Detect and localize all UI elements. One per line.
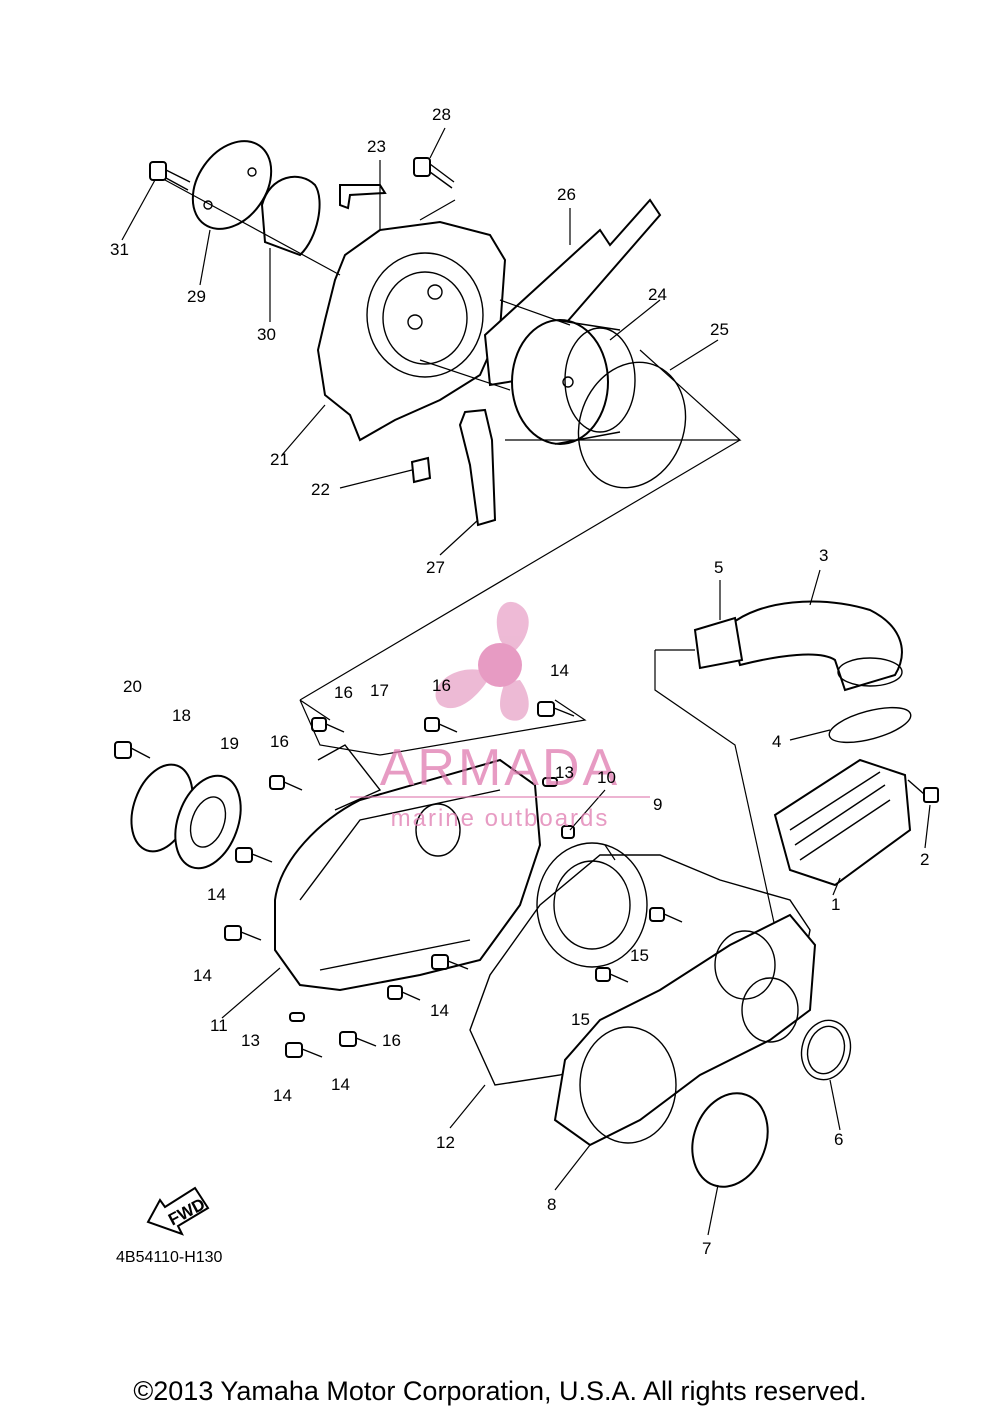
callout-28: 28 xyxy=(432,105,451,124)
part-29-plate xyxy=(191,140,273,230)
callout-16-a: 16 xyxy=(432,676,451,695)
part-3-duct xyxy=(728,600,903,692)
propeller-logo-icon xyxy=(496,601,529,655)
callout-17: 17 xyxy=(370,681,389,700)
callout-15-b: 15 xyxy=(571,1010,590,1029)
intake-assembly xyxy=(654,600,939,951)
forward-direction-arrow: FWD xyxy=(146,1186,210,1236)
diagram-part-code: 4B54110-H130 xyxy=(116,1249,223,1266)
callout-24: 24 xyxy=(648,285,667,304)
callout-22: 22 xyxy=(311,480,330,499)
copyright-notice: ©2013 Yamaha Motor Corporation, U.S.A. A… xyxy=(133,1376,867,1406)
callout-31: 31 xyxy=(110,240,129,259)
part-5-clamp xyxy=(693,616,744,670)
callout-8: 8 xyxy=(547,1195,556,1214)
callout-14-d: 14 xyxy=(430,1001,449,1020)
callout-18: 18 xyxy=(172,706,191,725)
callout-6: 6 xyxy=(834,1130,843,1149)
callout-23: 23 xyxy=(367,137,386,156)
part-30-cap xyxy=(260,175,321,257)
part-20-bolt xyxy=(114,741,151,759)
callout-10: 10 xyxy=(597,768,616,787)
upper-assembly xyxy=(149,140,742,527)
armada-watermark: ARMADA marine outboards xyxy=(350,601,650,832)
part-24-filter xyxy=(511,319,636,445)
callout-26: 26 xyxy=(557,185,576,204)
bolts xyxy=(224,701,683,1058)
part-19-disc xyxy=(174,774,242,870)
callout-5: 5 xyxy=(714,558,723,577)
callout-30: 30 xyxy=(257,325,276,344)
part-6-oring xyxy=(800,1019,852,1081)
callout-9: 9 xyxy=(653,795,662,814)
part-11-cover xyxy=(274,758,542,992)
part-28-bolt xyxy=(413,157,455,189)
callout-14-e: 14 xyxy=(331,1075,350,1094)
part-17-bracket xyxy=(317,744,382,811)
callout-4: 4 xyxy=(772,732,781,751)
callout-13-b: 13 xyxy=(241,1031,260,1050)
watermark-tagline: marine outboards xyxy=(391,805,610,832)
callout-3: 3 xyxy=(819,546,828,565)
callout-19: 19 xyxy=(220,734,239,753)
callout-20: 20 xyxy=(123,677,142,696)
leader-lines xyxy=(121,127,931,1236)
callout-14-f: 14 xyxy=(273,1086,292,1105)
part-21-bore xyxy=(366,252,484,378)
part-21-cover xyxy=(316,220,507,442)
watermark-brand: ARMADA xyxy=(380,739,620,797)
part-2-screw xyxy=(907,779,939,803)
part-27-seal xyxy=(458,408,497,527)
callout-7: 7 xyxy=(702,1239,711,1258)
callout-27: 27 xyxy=(426,558,445,577)
part-7-plate xyxy=(691,1092,769,1188)
part-4-clamp xyxy=(828,706,912,744)
part-9-gasket xyxy=(536,842,648,968)
callout-16-c: 16 xyxy=(270,732,289,751)
part-1-silencer xyxy=(773,758,912,887)
callout-1: 1 xyxy=(831,895,840,914)
callout-2: 2 xyxy=(920,850,929,869)
callout-14-c: 14 xyxy=(193,966,212,985)
part-22-clip xyxy=(410,456,432,484)
callout-25: 25 xyxy=(710,320,729,339)
callout-16-d: 16 xyxy=(382,1031,401,1050)
part-31-bolt xyxy=(149,161,191,191)
part-23-bracket xyxy=(339,184,387,210)
callout-16-b: 16 xyxy=(334,683,353,702)
callout-numbers: 31 29 30 23 28 26 24 25 21 22 27 5 3 14 … xyxy=(110,105,929,1258)
part-25-oring xyxy=(577,361,687,489)
callout-29: 29 xyxy=(187,287,206,306)
callout-13-a: 13 xyxy=(555,763,574,782)
callout-15-a: 15 xyxy=(630,946,649,965)
callout-12: 12 xyxy=(436,1133,455,1152)
lower-assembly xyxy=(114,439,852,1188)
callout-11: 11 xyxy=(210,1016,228,1035)
part-8-cover xyxy=(553,913,817,1147)
callout-14-b: 14 xyxy=(207,885,226,904)
callout-14-a: 14 xyxy=(550,661,569,680)
callout-21: 21 xyxy=(270,450,289,469)
